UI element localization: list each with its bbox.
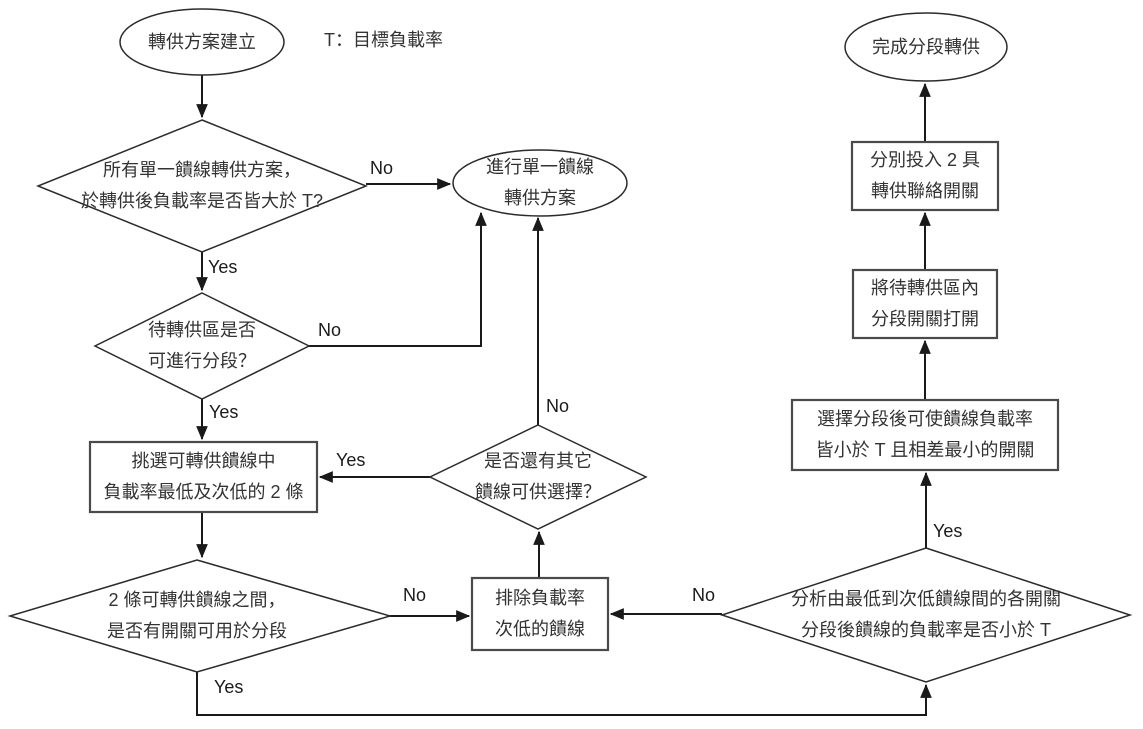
analyze-decision-shape bbox=[719, 547, 1133, 683]
start-terminator-shape bbox=[119, 8, 285, 76]
done-terminator-shape bbox=[844, 12, 1008, 82]
has-switch-decision-shape bbox=[7, 559, 393, 673]
choose-process-shape bbox=[790, 398, 1060, 472]
pick-two-process-shape bbox=[88, 440, 319, 514]
can-segment-decision-shape bbox=[93, 292, 311, 400]
do-single-terminator-shape bbox=[452, 149, 628, 217]
legend-target-load-note: T：目標負載率 bbox=[324, 30, 443, 50]
edge-can-segment-no-to-do-single bbox=[309, 211, 487, 347]
exclude-process-shape bbox=[470, 576, 610, 652]
edge-has-switch-yes-to-analyze bbox=[196, 672, 932, 716]
other-feeder-decision-shape bbox=[428, 424, 648, 530]
open-switch-process-shape bbox=[851, 268, 999, 340]
check-single-decision-shape bbox=[35, 119, 369, 253]
close-tie-process-shape bbox=[850, 140, 1000, 212]
